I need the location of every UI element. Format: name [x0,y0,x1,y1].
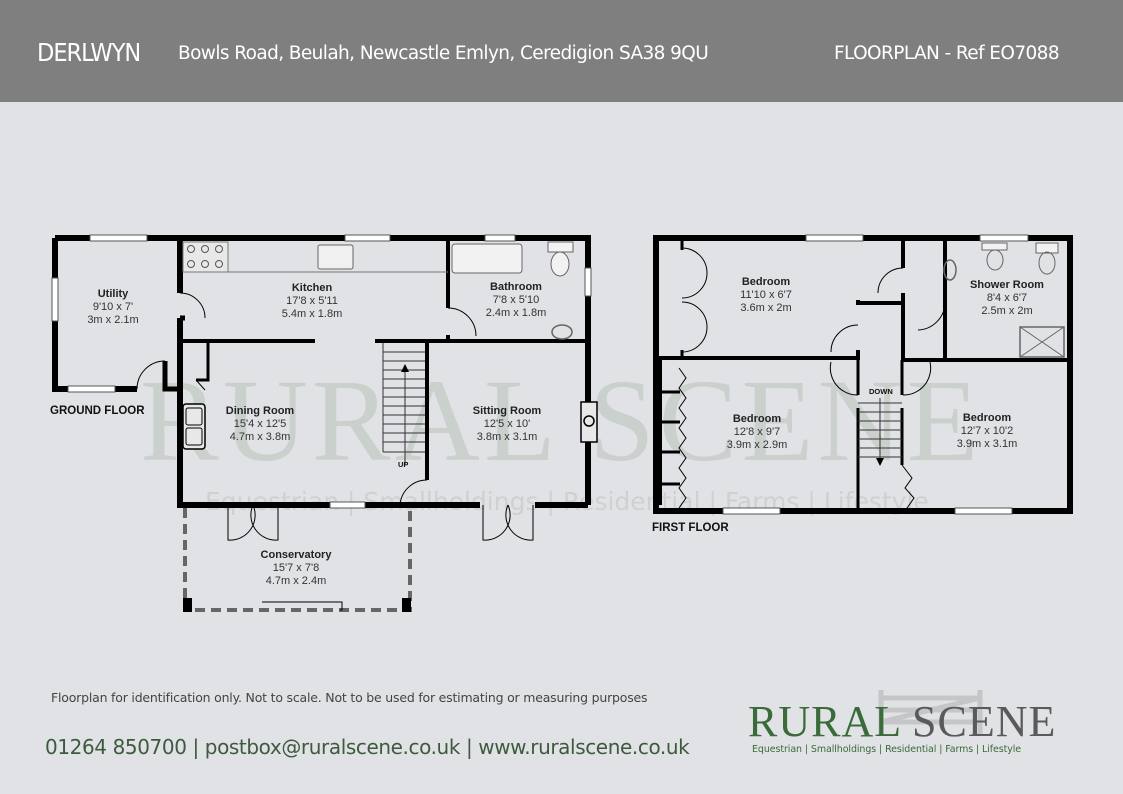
room-name-bedroom-2: Bedroom [733,413,782,425]
watermark: RURAL SCENE Equestrian | Smallholdings |… [140,355,983,516]
room-name-shower-room: Shower Room [970,279,1044,291]
room-dim-imperial: 11'10 x 6'7 [740,289,792,301]
property-name: DERLWYN [37,38,141,67]
first-floor-plan: DOWN [653,234,1073,515]
room-dim-imperial: 12'8 x 9'7 [734,426,780,438]
room-dim-imperial: 17'8 x 5'11 [286,295,338,307]
ground-floor-plan: UP [51,234,598,612]
room-name-bedroom-3: Bedroom [963,412,1012,424]
room-name-sitting-room: Sitting Room [473,405,542,417]
ground-floor-label: GROUND FLOOR [50,405,145,417]
room-dim-imperial: 7'8 x 5'10 [493,294,539,306]
room-name-utility: Utility [98,288,129,300]
gate-icon [878,690,983,734]
room-dim-metric: 4.7m x 3.8m [230,431,291,443]
room-dim-metric: 3.9m x 3.1m [957,438,1018,450]
room-dim-metric: 5.4m x 1.8m [282,308,343,320]
logo-word-rural: RURAL [748,697,903,746]
first-floor-label: FIRST FLOOR [652,522,729,534]
room-name-bathroom: Bathroom [490,281,542,293]
logo-word-scene: SCENE [912,697,1057,746]
room-dim-imperial: 12'7 x 10'2 [961,425,1014,437]
room-name-conservatory: Conservatory [261,549,333,561]
floorplan-reference: FLOORPLAN - Ref EO7088 [834,43,1060,64]
room-dim-imperial: 12'5 x 10' [484,418,530,430]
logo-tagline: Equestrian | Smallholdings | Residential… [752,744,1022,755]
room-dim-metric: 4.7m x 2.4m [266,575,327,587]
room-dim-imperial: 9'10 x 7' [93,301,133,313]
disclaimer-text: Floorplan for identification only. Not t… [51,690,648,705]
header-bar: DERLWYN Bowls Road, Beulah, Newcastle Em… [0,0,1123,102]
stairs-down-label: DOWN [869,387,893,396]
room-name-bedroom-1: Bedroom [742,276,791,288]
watermark-brand: RURAL SCENE [140,355,983,486]
room-dim-metric: 2.4m x 1.8m [486,307,547,319]
property-address: Bowls Road, Beulah, Newcastle Emlyn, Cer… [178,43,709,64]
room-name-dining-room: Dining Room [226,405,295,417]
room-dim-metric: 3.9m x 2.9m [727,439,788,451]
rural-scene-logo: RURAL SCENE Equestrian | Smallholdings |… [748,686,1078,761]
stairs-up-label: UP [398,460,408,469]
ground-floor-labels: Utility 9'10 x 7' 3m x 2.1m Kitchen 17'8… [87,281,546,587]
room-dim-imperial: 8'4 x 6'7 [987,292,1027,304]
room-dim-imperial: 15'4 x 12'5 [234,418,287,430]
room-dim-metric: 3.6m x 2m [740,302,791,314]
room-dim-metric: 2.5m x 2m [981,305,1032,317]
room-dim-imperial: 15'7 x 7'8 [273,562,319,574]
first-floor-labels: Bedroom 11'10 x 6'7 3.6m x 2m Shower Roo… [727,276,1044,451]
room-dim-metric: 3m x 2.1m [87,314,138,326]
room-name-kitchen: Kitchen [292,282,333,294]
contact-details: 01264 850700 | postbox@ruralscene.co.uk … [45,735,690,759]
room-dim-metric: 3.8m x 3.1m [477,431,538,443]
